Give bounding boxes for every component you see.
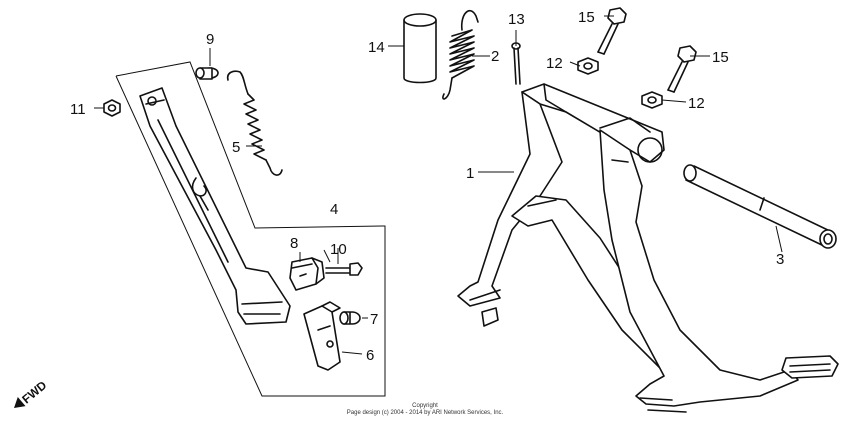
callout-13: 13 [508,11,525,28]
nut-12-right[interactable] [641,91,663,109]
switch-8[interactable] [289,257,325,291]
collar-7[interactable] [339,311,361,325]
copyright-line-1: Copyright [412,403,438,409]
sleeve-14[interactable] [403,13,437,84]
callout-1: 1 [466,165,474,182]
callout-2: 2 [491,48,499,65]
callout-14: 14 [368,39,385,56]
callout-15a: 15 [578,9,595,26]
bolt-10[interactable] [325,262,363,276]
callout-7: 7 [370,311,378,328]
copyright-notice: Copyright Page design (c) 2004 - 2014 by… [0,403,850,417]
nut-11[interactable] [103,99,121,117]
forward-arrow-icon [14,396,26,408]
stand-spring-2[interactable] [442,10,479,100]
pivot-pin-9[interactable] [195,67,219,80]
nut-12-upper[interactable] [577,57,599,75]
callout-12a: 12 [546,55,563,72]
callout-10: 10 [330,241,347,258]
copyright-line-2: Page design (c) 2004 - 2014 by ARI Netwo… [346,410,504,416]
side-stand-spring-5[interactable] [226,70,283,176]
bracket-6[interactable] [303,301,341,371]
subassembly-box-outline [115,61,386,397]
callout-15b: 15 [712,49,729,66]
callout-5: 5 [232,139,240,156]
callout-8: 8 [290,235,298,252]
callout-9: 9 [206,31,214,48]
bolt-15-right[interactable] [667,45,697,93]
callout-4: 4 [330,201,338,218]
main-stand-1[interactable] [457,83,839,413]
callout-3: 3 [776,251,784,268]
callout-6: 6 [366,347,374,364]
cotter-pin-13[interactable] [511,42,521,85]
leader-lines [94,15,783,355]
callout-12b: 12 [688,95,705,112]
callout-11: 11 [70,101,86,118]
side-stand-arm[interactable] [139,87,291,325]
cotter-pin [191,177,209,211]
bolt-15-upper[interactable] [597,7,627,55]
pivot-shaft-3[interactable] [683,164,837,249]
